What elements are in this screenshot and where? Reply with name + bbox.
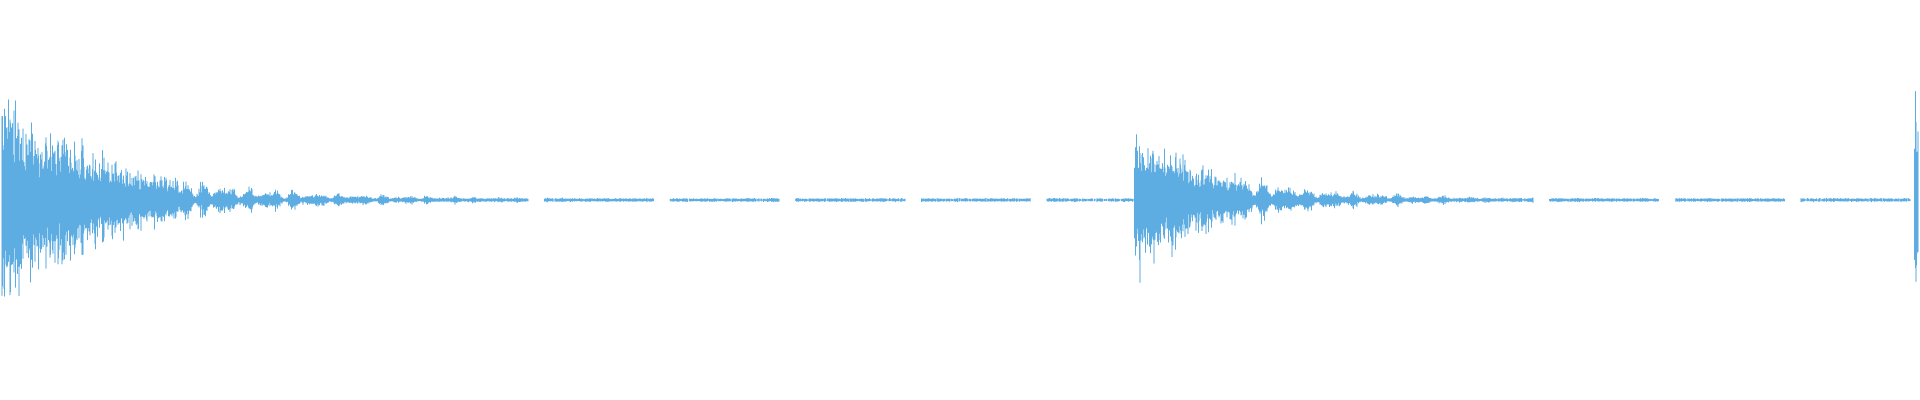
waveform-segment [1714,91,1919,282]
waveform-segment [401,195,618,205]
waveform-segment [1082,134,1283,283]
waveform-trace [1,91,1919,297]
waveform-segment [1,99,202,297]
waveform-segment [617,197,850,203]
waveform-segment [1282,187,1483,212]
waveform-segment [1482,197,1715,203]
waveform-segment [849,197,1083,203]
waveform-segment [201,181,402,218]
